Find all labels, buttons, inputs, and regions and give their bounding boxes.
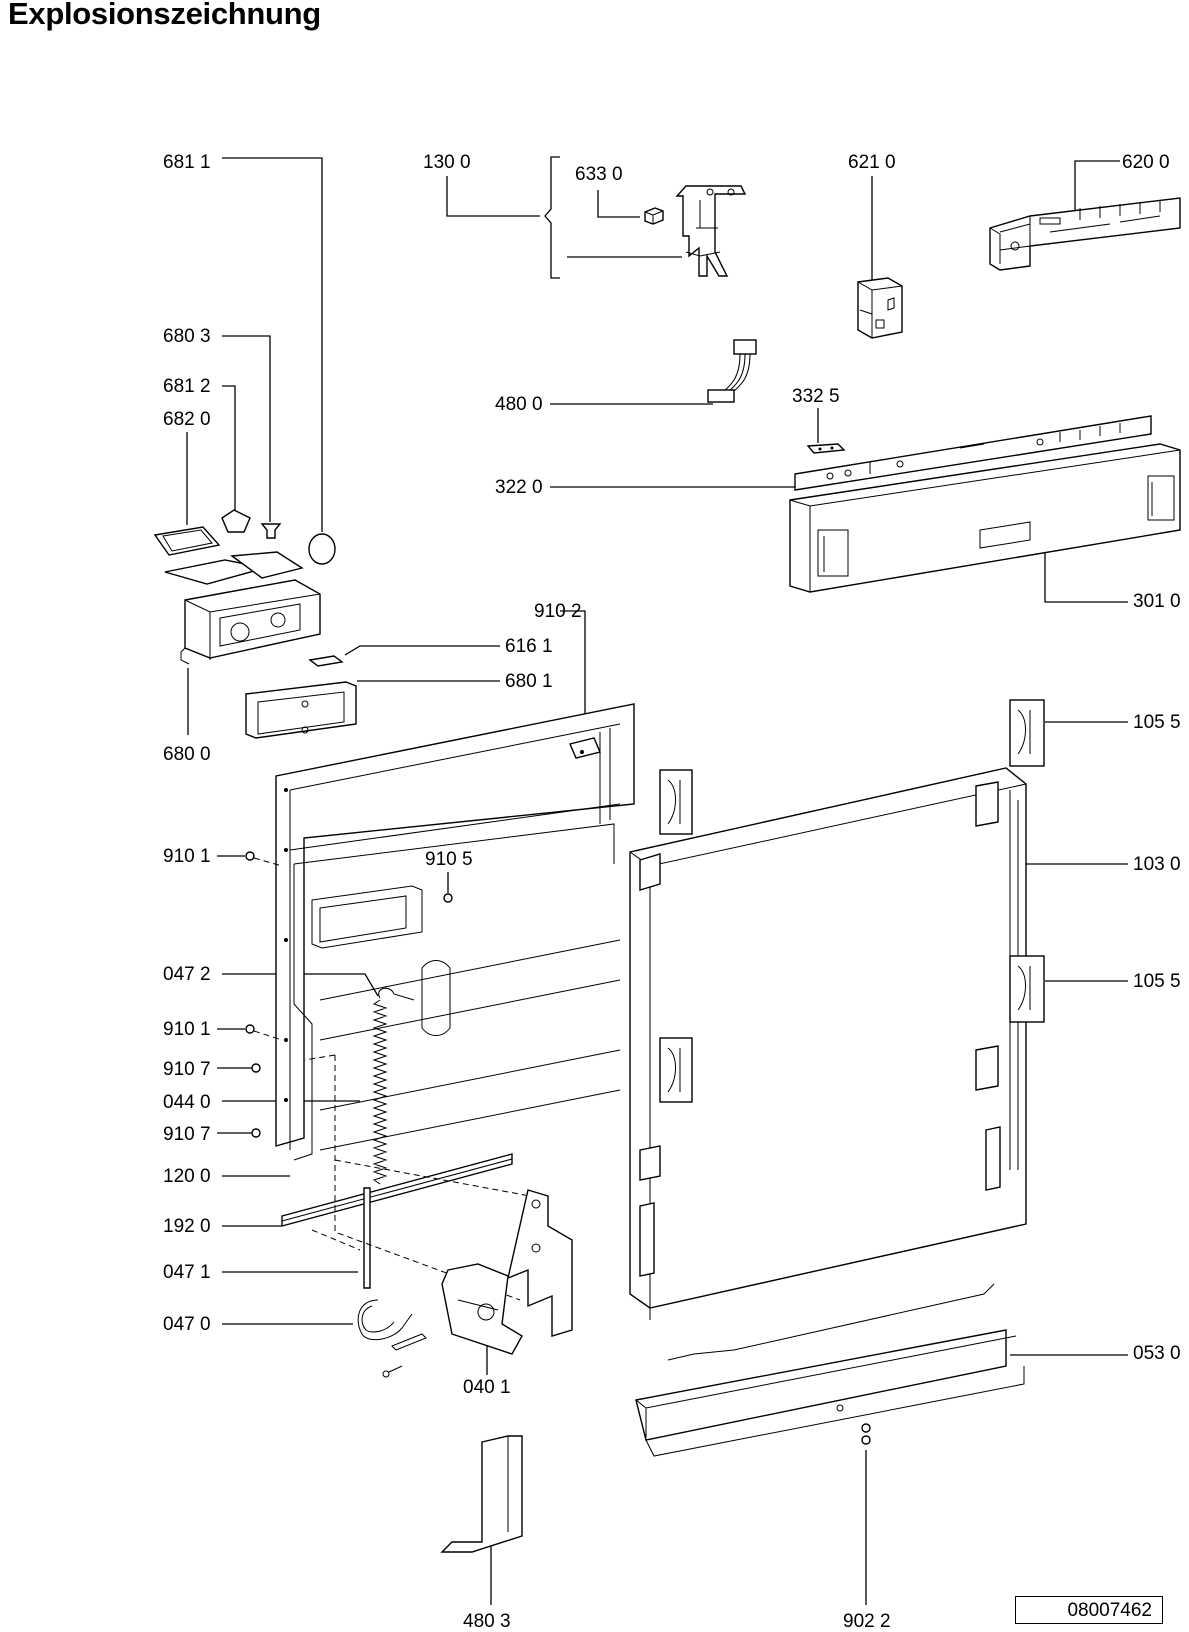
part-480-0-wire-harness	[707, 339, 757, 403]
part-682-0-gasket	[153, 526, 221, 556]
label-053-0: 053 0	[1133, 1343, 1181, 1364]
label-680-1: 680 1	[505, 671, 553, 692]
label-681-2: 681 2	[163, 376, 211, 397]
part-633-0-clip	[644, 207, 664, 225]
label-044-0: 044 0	[163, 1092, 211, 1113]
part-040-1-hinge	[441, 1189, 573, 1355]
part-labels: 681 1 130 0 633 0 621 0 620 0 680 3 681 …	[163, 152, 1181, 1632]
label-332-5: 332 5	[792, 386, 840, 407]
part-192-0-rail	[281, 1153, 513, 1227]
part-680-0-dispenser	[164, 551, 321, 665]
label-902-2: 902 2	[843, 1611, 891, 1632]
part-616-1-latch	[308, 655, 344, 667]
label-680-0: 680 0	[163, 744, 211, 765]
label-105-5-bottom: 105 5	[1133, 971, 1181, 992]
part-620-0-control-board	[989, 197, 1181, 271]
part-680-3-clip	[260, 523, 282, 539]
label-620-0: 620 0	[1122, 152, 1170, 173]
part-130-0-bracket	[675, 185, 747, 277]
label-047-2: 047 2	[163, 964, 211, 985]
part-103-0-outer-door	[629, 767, 1027, 1361]
label-633-0: 633 0	[575, 164, 623, 185]
part-681-1-cap	[308, 533, 336, 565]
part-105-5-hinge-plates	[659, 699, 1045, 1103]
label-040-1: 040 1	[463, 1377, 511, 1398]
label-322-0: 322 0	[495, 477, 543, 498]
document-number: 08007462	[1015, 1596, 1163, 1624]
label-681-1: 681 1	[163, 152, 211, 173]
label-480-0: 480 0	[495, 394, 543, 415]
label-480-3: 480 3	[463, 1611, 511, 1632]
label-910-1-top: 910 1	[163, 846, 211, 867]
part-120-0-inner-door	[275, 703, 635, 1161]
label-680-3: 680 3	[163, 326, 211, 347]
label-910-1-bottom: 910 1	[163, 1019, 211, 1040]
label-047-0: 047 0	[163, 1314, 211, 1335]
part-910-screws	[245, 851, 453, 1138]
label-910-2: 910 2	[534, 601, 582, 622]
label-616-1: 616 1	[505, 636, 553, 657]
part-680-1-seal-frame	[245, 681, 357, 739]
label-301-0: 301 0	[1133, 591, 1181, 612]
label-105-5-top: 105 5	[1133, 712, 1181, 733]
label-047-1: 047 1	[163, 1262, 211, 1283]
assembly-guide-lines	[304, 1054, 531, 1301]
label-682-0: 682 0	[163, 409, 211, 430]
label-120-0: 120 0	[163, 1166, 211, 1187]
label-621-0: 621 0	[848, 152, 896, 173]
part-332-5-clip	[806, 443, 846, 454]
label-192-0: 192 0	[163, 1216, 211, 1237]
part-047-1-rod	[363, 1187, 371, 1289]
part-044-0-spring	[372, 987, 415, 1185]
label-910-7-bottom: 910 7	[163, 1124, 211, 1145]
part-480-3-bracket	[440, 1435, 523, 1553]
part-621-0-switch	[857, 277, 903, 339]
part-322-0-panel-strip	[794, 415, 1152, 491]
label-910-7-top: 910 7	[163, 1059, 211, 1080]
part-301-0-top-panel	[789, 443, 1181, 593]
part-047-0-hook	[357, 1299, 427, 1378]
page-title: Explosionszeichnung	[8, 0, 321, 31]
label-103-0: 103 0	[1133, 854, 1181, 875]
label-130-0: 130 0	[423, 152, 471, 173]
label-910-5: 910 5	[425, 849, 473, 870]
part-053-0-kickplate	[635, 1329, 1025, 1457]
leader-lines	[186, 156, 1128, 1605]
part-681-2-lever	[221, 509, 251, 533]
